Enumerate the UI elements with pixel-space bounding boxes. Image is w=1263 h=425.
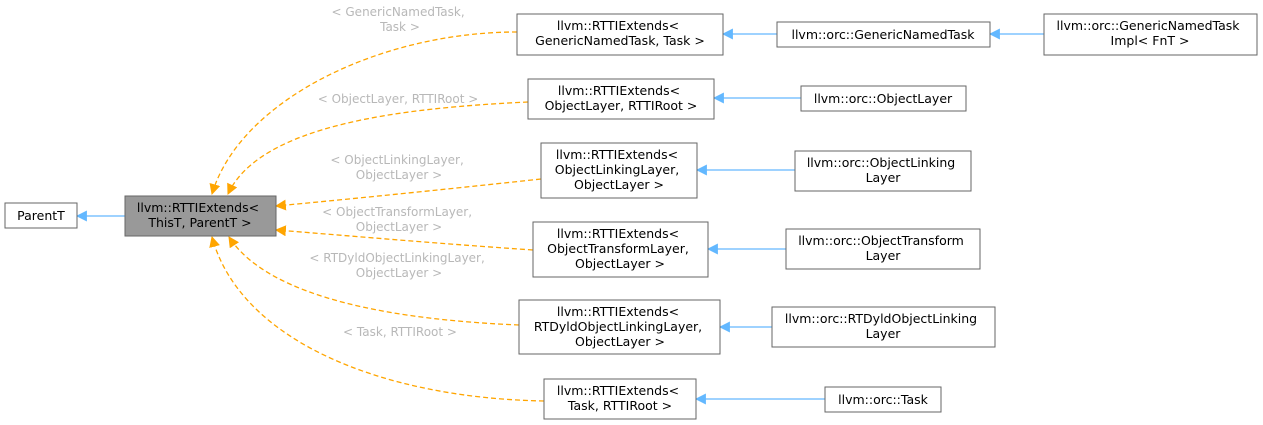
edge-labels: < GenericNamedTask, Task > < ObjectLayer…: [309, 5, 488, 339]
svg-text:llvm::RTTIExtends< RTD: llvm::RTTIExtends< RTDyldObjectLinkingLa…: [534, 304, 706, 349]
node-parent-t[interactable]: ParentT: [4, 202, 78, 229]
node-orc-object-transform[interactable]: llvm::orc::ObjectTransform Layer: [785, 228, 981, 270]
node-rtti-generic[interactable]: llvm::RTTIExtends< GenericNamedTask, Tas…: [516, 13, 724, 56]
edge-label-task: < Task, RTTIRoot >: [343, 325, 457, 339]
edge-focus-to-rtti-object-layer: [227, 101, 529, 195]
template-edges: [209, 31, 545, 402]
svg-text:llvm::orc::GenericNamedTask: llvm::orc::GenericNamedTask: [791, 27, 975, 42]
svg-text:llvm::orc::RTDyldObjectLinking: llvm::orc::RTDyldObjectLinking Layer: [785, 311, 981, 341]
node-rtti-task[interactable]: llvm::RTTIExtends< Task, RTTIRoot >: [543, 378, 697, 420]
node-rtti-object-transform[interactable]: llvm::RTTIExtends< ObjectTransformLayer,…: [532, 221, 709, 278]
edge-focus-to-rtti-object-linking: [274, 178, 542, 211]
node-rtti-object-layer[interactable]: llvm::RTTIExtends< ObjectLayer, RTTIRoot…: [527, 78, 715, 120]
svg-text:llvm::orc::ObjectLinking: llvm::orc::ObjectLinking Layer: [807, 155, 959, 185]
edge-label-object-transform: < ObjectTransformLayer, ObjectLayer >: [322, 205, 476, 234]
node-orc-task[interactable]: llvm::orc::Task: [824, 386, 942, 413]
edge-label-generic: < GenericNamedTask, Task >: [332, 5, 469, 34]
svg-text:llvm::orc::ObjectLayer: llvm::orc::ObjectLayer: [814, 91, 953, 106]
node-orc-object-layer[interactable]: llvm::orc::ObjectLayer: [800, 85, 967, 112]
edge-label-object-layer: < ObjectLayer, RTTIRoot >: [318, 92, 479, 106]
node-orc-object-linking[interactable]: llvm::orc::ObjectLinking Layer: [794, 150, 972, 192]
svg-text:ParentT: ParentT: [17, 208, 65, 223]
node-rtti-object-linking[interactable]: llvm::RTTIExtends< ObjectLinkingLayer, O…: [540, 142, 698, 199]
node-focus-label-line-2: ThisT, ParentT >: [147, 215, 251, 230]
edge-label-rtdyld: < RTDyldObjectLinkingLayer, ObjectLayer …: [309, 251, 488, 280]
node-parent-t-label: ParentT: [17, 208, 65, 223]
node-orc-rtdyld[interactable]: llvm::orc::RTDyldObjectLinking Layer: [771, 306, 996, 348]
node-rtti-rtdyld[interactable]: llvm::RTTIExtends< RTDyldObjectLinkingLa…: [518, 299, 721, 355]
svg-text:llvm::orc::GenericNamedTask: llvm::orc::GenericNamedTask Impl< FnT >: [1057, 18, 1244, 48]
nodes: ParentT llvm::RTTIExtends< ThisT, Parent…: [4, 13, 1258, 420]
edge-focus-to-rtti-generic: [209, 31, 518, 196]
svg-text:llvm::RTTIExtends< Obj: llvm::RTTIExtends< ObjectLayer, RTTIRoot…: [545, 83, 698, 113]
node-orc-generic-named-task[interactable]: llvm::orc::GenericNamedTask: [776, 21, 991, 48]
node-focus-label-line-1: llvm::RTTIExtends<: [137, 200, 259, 215]
node-orc-generic-named-task-impl[interactable]: llvm::orc::GenericNamedTask Impl< FnT >: [1043, 13, 1258, 56]
svg-text:llvm::orc::ObjectTransform: llvm::orc::ObjectTransform Layer: [798, 233, 968, 263]
inheritance-edges: [75, 28, 1044, 405]
svg-text:llvm::RTTIExtends< Obj: llvm::RTTIExtends< ObjectLinkingLayer, O…: [555, 147, 683, 192]
svg-text:llvm::RTTIExtends< Gen: llvm::RTTIExtends< GenericNamedTask, Tas…: [535, 18, 705, 48]
svg-text:llvm::orc::Task: llvm::orc::Task: [838, 392, 928, 407]
svg-text:llvm::RTTIExtends< Obj: llvm::RTTIExtends< ObjectTransformLayer,…: [547, 226, 693, 271]
node-focus-rtti-extends[interactable]: llvm::RTTIExtends< ThisT, ParentT >: [124, 195, 277, 237]
svg-text:llvm::RTTIExtends< Thi: llvm::RTTIExtends< ThisT, ParentT >: [137, 200, 263, 230]
edge-focus-to-rtti-task: [209, 235, 545, 402]
edge-focus-to-rtti-rtdyld: [228, 236, 520, 326]
svg-text:llvm::RTTIExtends< Tas: llvm::RTTIExtends< Task, RTTIRoot >: [557, 383, 683, 413]
edge-label-object-linking: < ObjectLinkingLayer, ObjectLayer >: [330, 153, 467, 182]
